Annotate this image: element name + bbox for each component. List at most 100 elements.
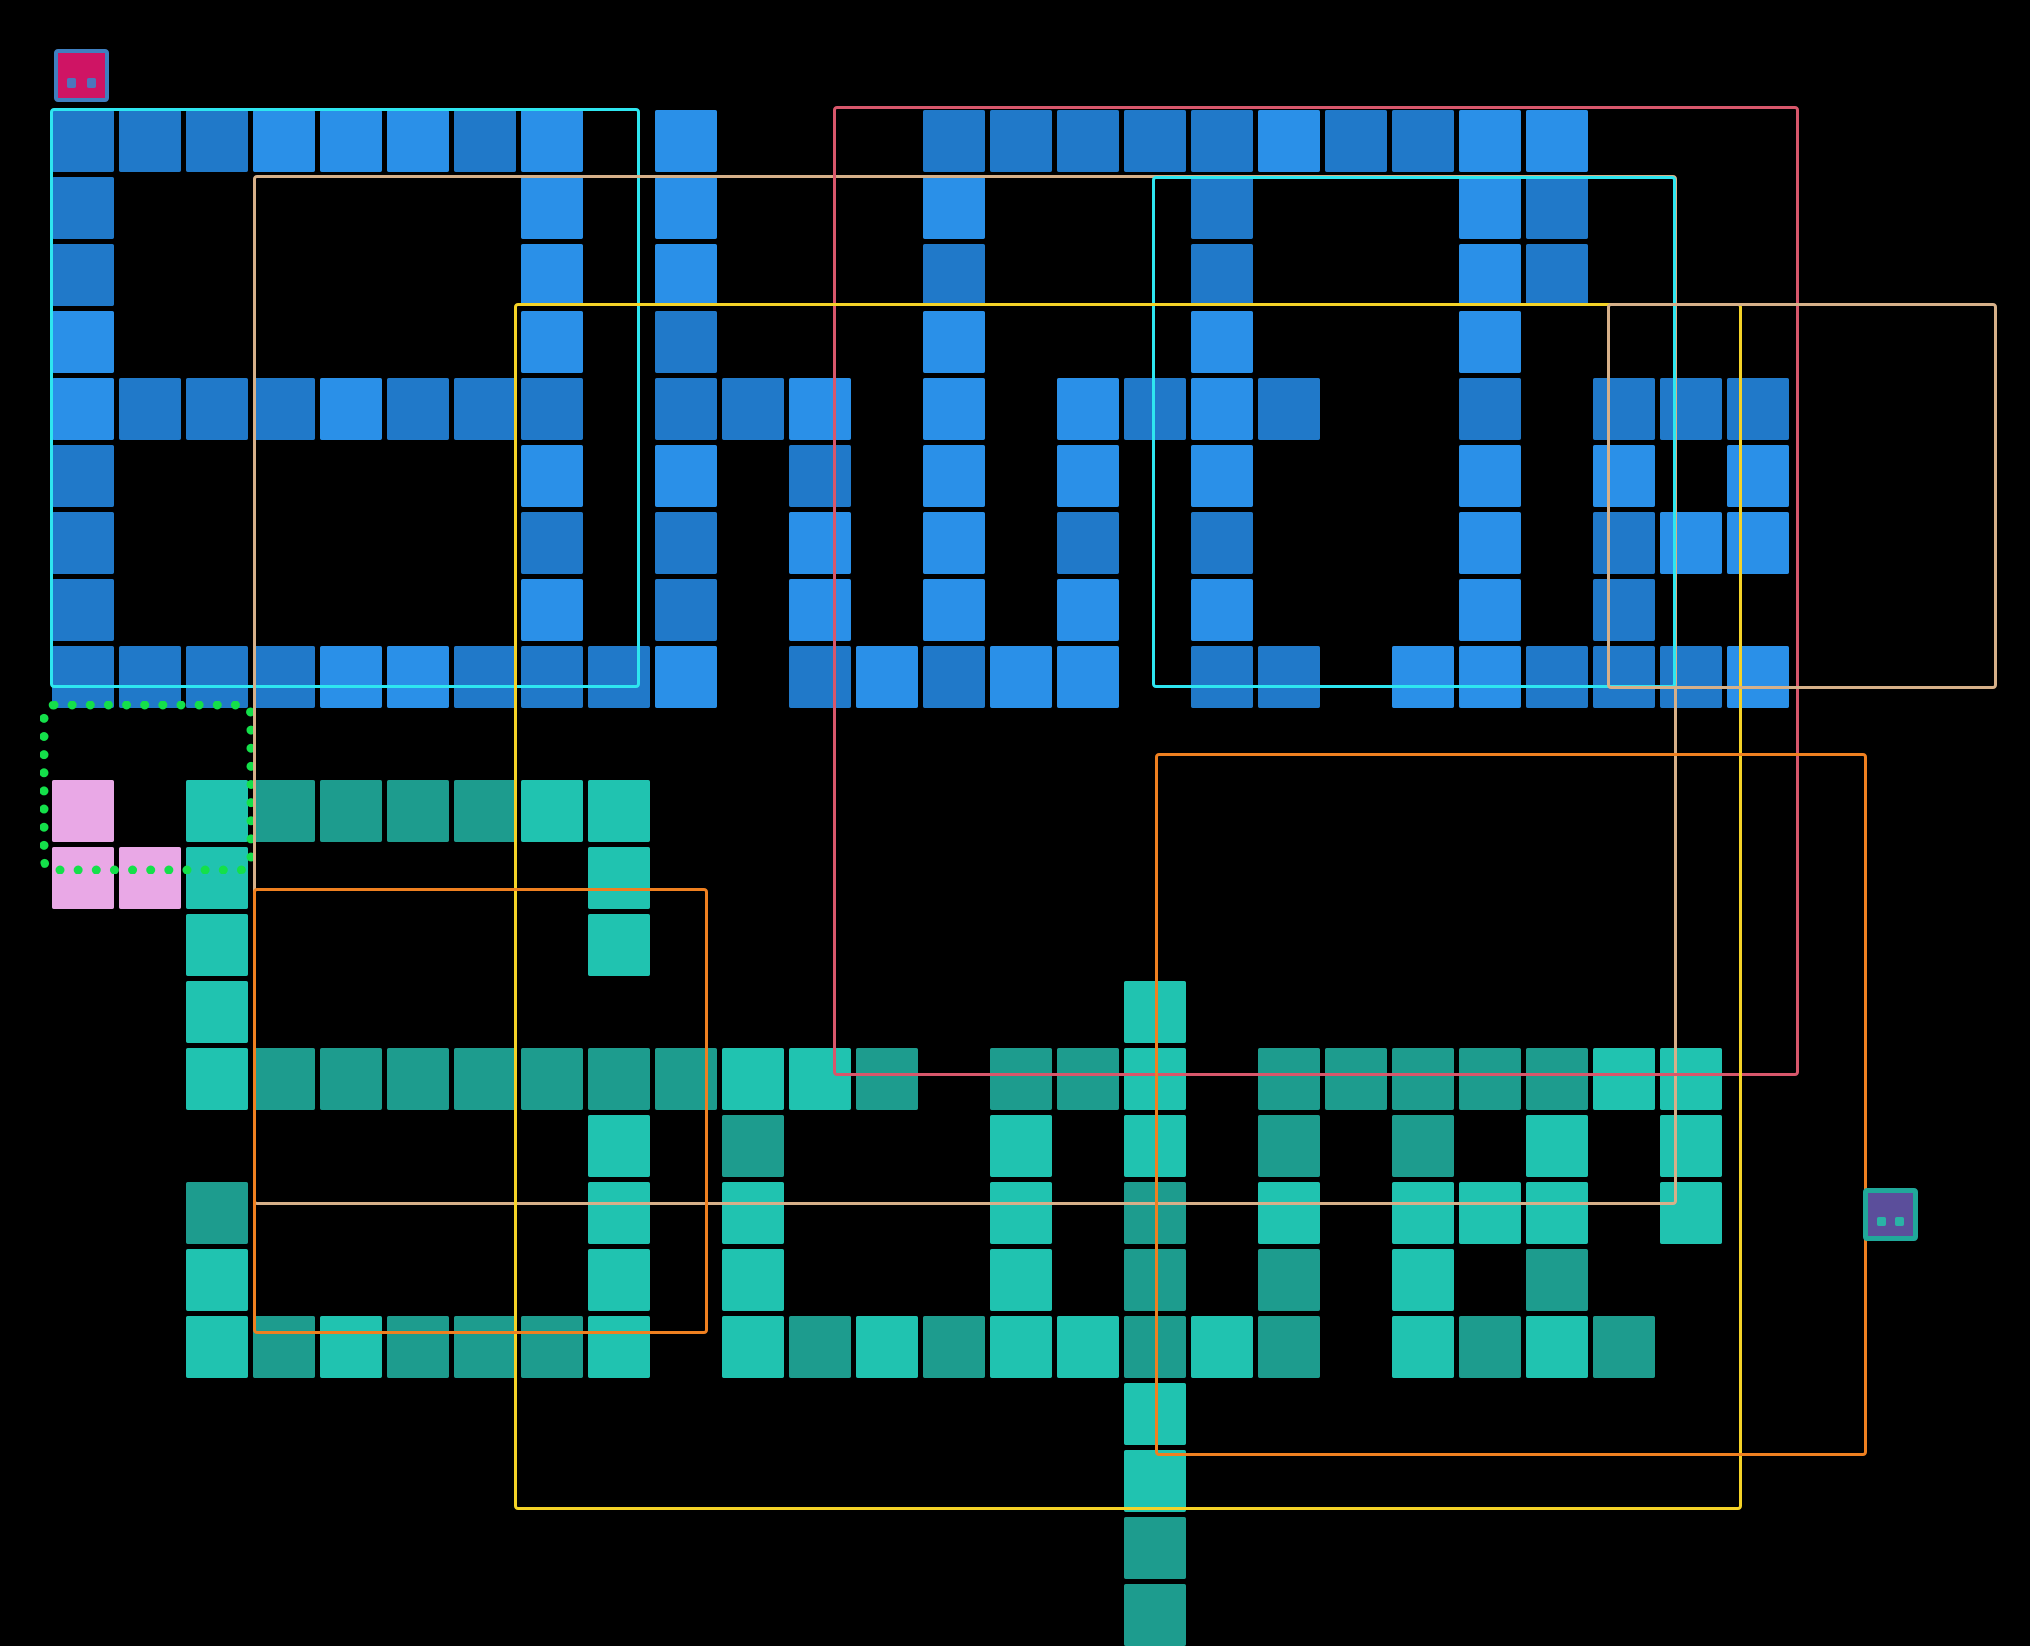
blue-tile[interactable] xyxy=(521,579,583,641)
teal-tile[interactable] xyxy=(1459,1048,1521,1110)
blue-tile[interactable] xyxy=(454,110,516,172)
teal-tile[interactable] xyxy=(588,780,650,842)
blue-tile[interactable] xyxy=(655,512,717,574)
blue-tile[interactable] xyxy=(1191,512,1253,574)
blue-tile[interactable] xyxy=(1258,646,1320,708)
blue-tile[interactable] xyxy=(320,646,382,708)
blue-tile[interactable] xyxy=(52,579,114,641)
blue-tile[interactable] xyxy=(655,646,717,708)
blue-tile[interactable] xyxy=(52,512,114,574)
blue-tile[interactable] xyxy=(1593,512,1655,574)
teal-tile[interactable] xyxy=(454,780,516,842)
blue-tile[interactable] xyxy=(1593,445,1655,507)
blue-tile[interactable] xyxy=(1392,646,1454,708)
blue-tile[interactable] xyxy=(1191,646,1253,708)
blue-tile[interactable] xyxy=(52,378,114,440)
teal-tile[interactable] xyxy=(253,1316,315,1378)
blue-tile[interactable] xyxy=(119,110,181,172)
teal-tile[interactable] xyxy=(1124,1517,1186,1579)
selection-box[interactable] xyxy=(40,701,255,874)
teal-tile[interactable] xyxy=(588,1048,650,1110)
blue-tile[interactable] xyxy=(655,244,717,306)
teal-tile[interactable] xyxy=(521,1316,583,1378)
teal-tile[interactable] xyxy=(1258,1048,1320,1110)
teal-tile[interactable] xyxy=(923,1316,985,1378)
blue-tile[interactable] xyxy=(1191,311,1253,373)
teal-tile[interactable] xyxy=(1660,1048,1722,1110)
blue-tile[interactable] xyxy=(1057,378,1119,440)
teal-tile[interactable] xyxy=(1593,1316,1655,1378)
teal-tile[interactable] xyxy=(521,1048,583,1110)
teal-tile[interactable] xyxy=(1392,1115,1454,1177)
blue-tile[interactable] xyxy=(789,445,851,507)
blue-tile[interactable] xyxy=(588,646,650,708)
start-agent[interactable] xyxy=(54,49,109,102)
blue-tile[interactable] xyxy=(1459,110,1521,172)
teal-tile[interactable] xyxy=(387,1316,449,1378)
teal-tile[interactable] xyxy=(186,981,248,1043)
teal-tile[interactable] xyxy=(1124,1316,1186,1378)
teal-tile[interactable] xyxy=(1124,1115,1186,1177)
blue-tile[interactable] xyxy=(1593,646,1655,708)
blue-tile[interactable] xyxy=(521,646,583,708)
blue-tile[interactable] xyxy=(923,445,985,507)
blue-tile[interactable] xyxy=(253,646,315,708)
blue-tile[interactable] xyxy=(1057,579,1119,641)
blue-tile[interactable] xyxy=(521,311,583,373)
teal-tile[interactable] xyxy=(320,1048,382,1110)
teal-tile[interactable] xyxy=(1057,1316,1119,1378)
pink-tile[interactable] xyxy=(52,847,114,909)
teal-tile[interactable] xyxy=(1526,1048,1588,1110)
blue-tile[interactable] xyxy=(521,244,583,306)
pink-tile[interactable] xyxy=(52,780,114,842)
blue-tile[interactable] xyxy=(1526,646,1588,708)
teal-tile[interactable] xyxy=(789,1316,851,1378)
blue-tile[interactable] xyxy=(1526,177,1588,239)
blue-tile[interactable] xyxy=(521,512,583,574)
teal-tile[interactable] xyxy=(253,780,315,842)
blue-tile[interactable] xyxy=(253,378,315,440)
blue-tile[interactable] xyxy=(52,311,114,373)
teal-tile[interactable] xyxy=(588,1182,650,1244)
teal-tile[interactable] xyxy=(588,847,650,909)
teal-tile[interactable] xyxy=(722,1316,784,1378)
blue-tile[interactable] xyxy=(1459,512,1521,574)
blue-tile[interactable] xyxy=(119,646,181,708)
blue-tile[interactable] xyxy=(923,110,985,172)
blue-tile[interactable] xyxy=(923,579,985,641)
teal-tile[interactable] xyxy=(1124,1383,1186,1445)
blue-tile[interactable] xyxy=(1258,110,1320,172)
teal-tile[interactable] xyxy=(1660,1182,1722,1244)
blue-tile[interactable] xyxy=(521,445,583,507)
teal-tile[interactable] xyxy=(1191,1316,1253,1378)
teal-tile[interactable] xyxy=(722,1182,784,1244)
blue-tile[interactable] xyxy=(52,177,114,239)
teal-tile[interactable] xyxy=(588,1249,650,1311)
blue-tile[interactable] xyxy=(923,512,985,574)
blue-tile[interactable] xyxy=(52,646,114,708)
blue-tile[interactable] xyxy=(1727,646,1789,708)
teal-tile[interactable] xyxy=(655,1048,717,1110)
blue-tile[interactable] xyxy=(1526,110,1588,172)
teal-tile[interactable] xyxy=(1258,1115,1320,1177)
blue-tile[interactable] xyxy=(923,646,985,708)
teal-tile[interactable] xyxy=(722,1048,784,1110)
teal-tile[interactable] xyxy=(722,1115,784,1177)
teal-tile[interactable] xyxy=(454,1048,516,1110)
blue-tile[interactable] xyxy=(789,579,851,641)
blue-tile[interactable] xyxy=(1727,378,1789,440)
blue-tile[interactable] xyxy=(186,110,248,172)
teal-tile[interactable] xyxy=(1258,1182,1320,1244)
blue-tile[interactable] xyxy=(186,646,248,708)
teal-tile[interactable] xyxy=(1459,1182,1521,1244)
blue-tile[interactable] xyxy=(1191,445,1253,507)
blue-tile[interactable] xyxy=(655,110,717,172)
teal-tile[interactable] xyxy=(588,1115,650,1177)
blue-tile[interactable] xyxy=(1191,378,1253,440)
blue-tile[interactable] xyxy=(119,378,181,440)
blue-tile[interactable] xyxy=(655,311,717,373)
teal-tile[interactable] xyxy=(186,1048,248,1110)
blue-tile[interactable] xyxy=(1459,445,1521,507)
blue-tile[interactable] xyxy=(655,177,717,239)
blue-tile[interactable] xyxy=(1191,177,1253,239)
